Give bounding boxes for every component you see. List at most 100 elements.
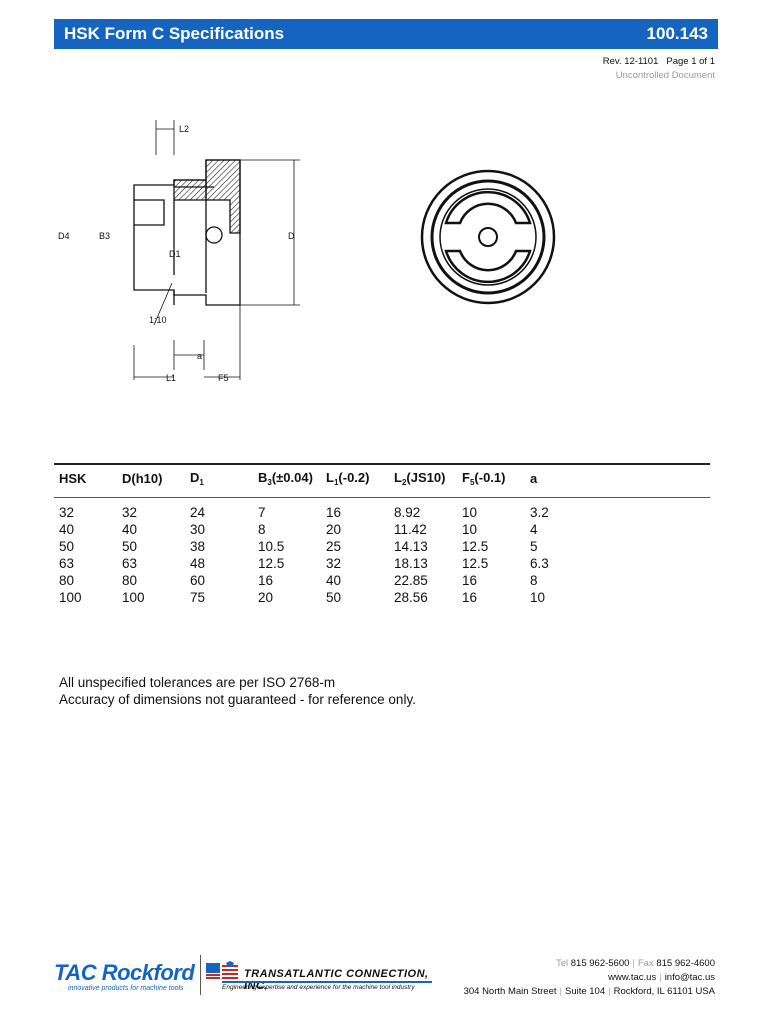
table-cell: 80 [122,573,138,588]
table-cell: 4 [530,522,538,537]
email-link[interactable]: info@tac.us [664,972,715,983]
table-row: 100 100 75 20 50 28.56 16 10 [54,589,710,606]
table-cell: 10 [462,522,478,537]
table-cell: 12.5 [462,539,489,554]
tel-number: 815 962-5600 [570,958,630,969]
label-f5: F5 [218,373,229,383]
label-d4: D4 [58,231,70,241]
label-l1: L1 [166,373,176,383]
col-header: HSK [59,470,87,486]
table-cell: 3.2 [530,505,549,520]
table-cell: 32 [326,556,342,571]
end-view [420,169,556,305]
table-cell: 63 [59,556,75,571]
col-header: F5(-0.1) [462,469,506,487]
table-cell: 32 [122,505,138,520]
table-cell: 10.5 [258,539,285,554]
table-cell: 100 [122,590,145,605]
table-cell: 25 [326,539,342,554]
label-a: a [197,351,202,361]
table-cell: 40 [59,522,75,537]
table-cell: 8 [258,522,266,537]
uncontrolled-note: Uncontrolled Document [615,70,715,81]
table-cell: 11.42 [394,522,427,537]
table-cell: 50 [59,539,75,554]
revision: Rev. 12-1101 [602,56,659,67]
table-header: HSK D(h10) D1 B3(±0.04) L1(-0.2) L2(JS10… [54,465,710,491]
doc-number: 100.143 [646,24,708,43]
contact-info: Tel 815 962-5600|Fax 815 962-4600 www.ta… [463,958,715,997]
address-street: 304 North Main Street [463,986,557,997]
table-cell: 28.56 [394,590,428,605]
col-header: D(h10) [122,470,163,486]
label-d1: D1 [169,249,181,259]
flag-icon [206,961,238,979]
table-row: 63 63 48 12.5 32 18.13 12.5 6.3 [54,555,710,572]
table-cell: 75 [190,590,206,605]
col-header: B3(±0.04) [258,469,313,487]
table-cell: 5 [530,539,538,554]
table-cell: 50 [122,539,138,554]
label-taper: 1:10 [149,315,167,325]
table-body: 32 32 24 7 16 8.92 10 3.2 40 40 30 8 20 … [54,504,710,606]
fax-number: 815 962-4600 [656,958,715,969]
table-cell: 10 [462,505,478,520]
table-cell: 30 [190,522,206,537]
col-header: L1(-0.2) [326,469,370,487]
label-d: D [288,231,295,241]
table-row: 40 40 30 8 20 11.42 10 4 [54,521,710,538]
address-city: Rockford, IL 61101 USA [613,986,715,997]
table-row: 32 32 24 7 16 8.92 10 3.2 [54,504,710,521]
table-cell: 60 [190,573,206,588]
page-title: HSK Form C Specifications [64,24,285,43]
spec-table: HSK D(h10) D1 B3(±0.04) L1(-0.2) L2(JS10… [54,463,710,606]
table-cell: 14.13 [394,539,428,554]
address-suite: Suite 104 [564,986,606,997]
table-cell: 7 [258,505,266,520]
tel-label: Tel [555,958,569,969]
label-l2: L2 [179,124,189,134]
table-cell: 22.85 [394,573,428,588]
table-cell: 10 [530,590,546,605]
table-cell: 24 [190,505,206,520]
accuracy-note: Accuracy of dimensions not guaranteed - … [59,692,416,707]
side-section-view [133,120,300,380]
table-cell: 16 [462,590,478,605]
tolerance-note: All unspecified tolerances are per ISO 2… [59,675,336,690]
document-meta: Rev. 12-1101 Page 1 of 1 Uncontrolled Doc… [603,55,715,83]
footer-logos: TAC Rockford innovative products for mac… [54,955,454,1000]
table-cell: 20 [326,522,342,537]
table-cell: 100 [59,590,82,605]
transatlantic-logo: TRANSATLANTIC CONNECTION, INC. [244,968,429,992]
table-cell: 50 [326,590,342,605]
title-banner: HSK Form C Specifications 100.143 [54,19,718,49]
logo-divider [200,955,201,995]
table-cell: 8.92 [394,505,421,520]
table-cell: 20 [258,590,274,605]
table-cell: 40 [326,573,342,588]
table-cell: 32 [59,505,75,520]
table-top-rule [54,463,710,465]
table-cell: 16 [258,573,274,588]
table-cell: 12.5 [462,556,489,571]
table-cell: 8 [530,573,538,588]
technical-drawing: L2 D4 B3 D1 D 1:10 a L1 F5 [58,120,556,383]
table-header-rule [54,497,710,498]
website-link[interactable]: www.tac.us [608,972,657,983]
transatlantic-tagline: Engineering expertise and experience for… [222,984,415,991]
col-header: D1 [190,469,204,487]
table-cell: 16 [326,505,342,520]
table-cell: 40 [122,522,138,537]
table-cell: 6.3 [530,556,549,571]
fax-label: Fax [637,958,654,969]
col-header: a [530,470,538,486]
label-b3: B3 [99,231,110,241]
tac-rockford-logo: TAC Rockford [54,960,195,985]
table-row: 80 80 60 16 40 22.85 16 8 [54,572,710,589]
table-cell: 80 [59,573,75,588]
notes: All unspecified tolerances are per ISO 2… [59,674,416,708]
tac-tagline: innovative products for machine tools [68,985,184,992]
page-count: Page 1 of 1 [666,56,715,67]
col-header: L2(JS10) [394,469,446,487]
table-cell: 18.13 [394,556,428,571]
